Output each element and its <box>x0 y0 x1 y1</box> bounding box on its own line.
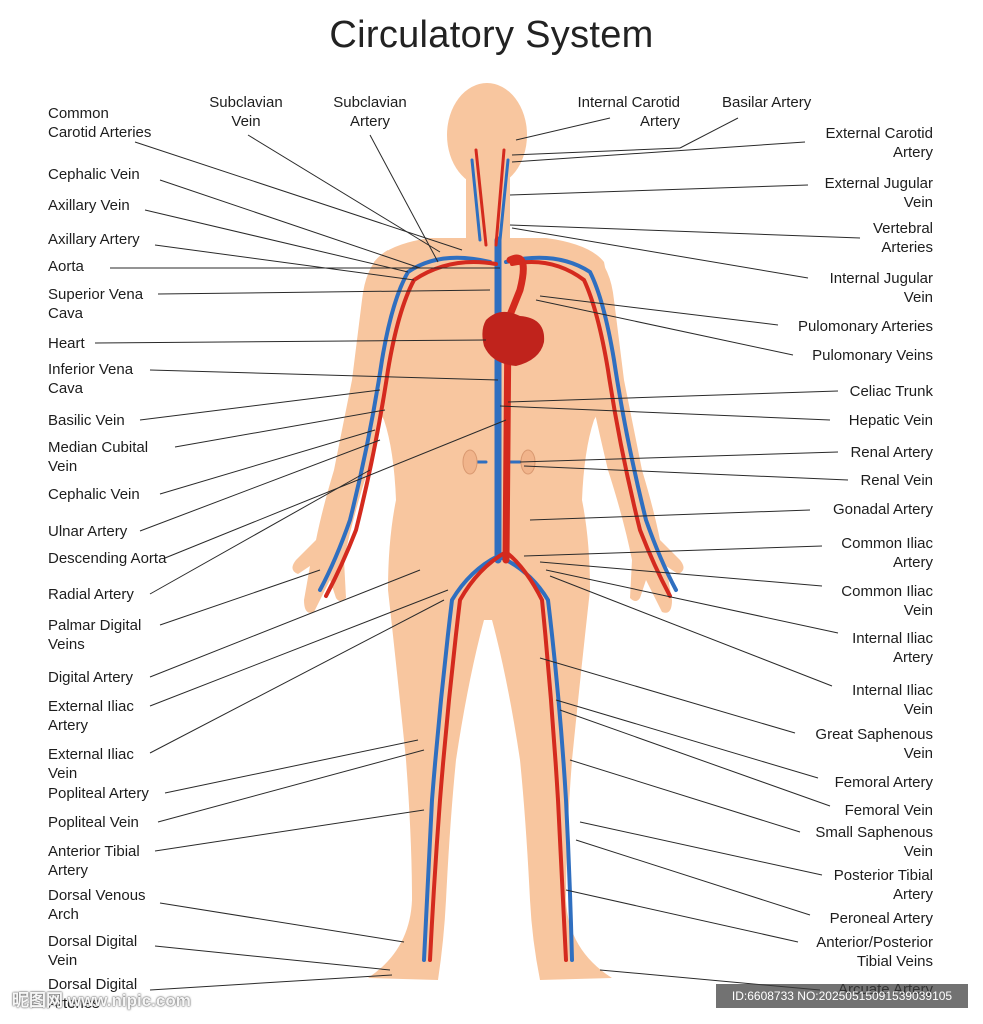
leader-lines-left <box>94 141 507 991</box>
body-silhouette <box>292 83 684 980</box>
label-femoral-artery: Femoral Artery <box>834 774 933 791</box>
label-cephalic-vein-lower: Cephalic Vein <box>48 486 140 503</box>
label-femoral-vein: Femoral Vein <box>844 802 933 819</box>
label-cephalic-vein-upper: Cephalic Vein <box>48 166 140 183</box>
label-popliteal-artery: Popliteal Artery <box>48 785 149 802</box>
label-celiac-trunk: Celiac Trunk <box>849 383 933 400</box>
label-ulnar-artery: Ulnar Artery <box>48 523 128 540</box>
label-axillary-artery: Axillary Artery <box>48 231 140 248</box>
label-aorta: Aorta <box>48 258 84 275</box>
label-pulmonary-veins: Pulomonary Veins <box>812 347 933 364</box>
label-basilar-artery: Basilar Artery <box>722 94 812 111</box>
label-radial-artery: Radial Artery <box>48 586 134 603</box>
label-basilic-vein: Basilic Vein <box>48 412 125 429</box>
label-digital-artery: Digital Artery <box>48 669 134 686</box>
label-renal-artery: Renal Artery <box>850 444 933 461</box>
diagram-title: Circulatory System <box>329 14 654 56</box>
label-gonadal-artery: Gonadal Artery <box>832 501 933 518</box>
leader-lines-top <box>247 117 739 263</box>
label-renal-vein: Renal Vein <box>860 472 933 489</box>
label-popliteal-vein: Popliteal Vein <box>48 814 139 831</box>
label-hepatic-vein: Hepatic Vein <box>848 412 933 429</box>
watermark-logo-text: 昵图网 www.nipic.com <box>12 991 191 1010</box>
label-descending-aorta: Descending Aorta <box>48 550 167 567</box>
leader-lines-right <box>499 141 861 991</box>
label-peroneal-artery: Peroneal Artery <box>829 910 933 927</box>
watermark-id-badge: ID:6608733 NO:20250515091539039105 <box>716 984 968 1008</box>
heart-illustration <box>482 311 545 366</box>
label-pulmonary-arteries: Pulomonary Arteries <box>797 318 933 335</box>
label-heart: Heart <box>48 335 85 352</box>
arteries <box>324 148 672 962</box>
label-axillary-vein: Axillary Vein <box>48 197 130 214</box>
veins <box>318 158 678 962</box>
